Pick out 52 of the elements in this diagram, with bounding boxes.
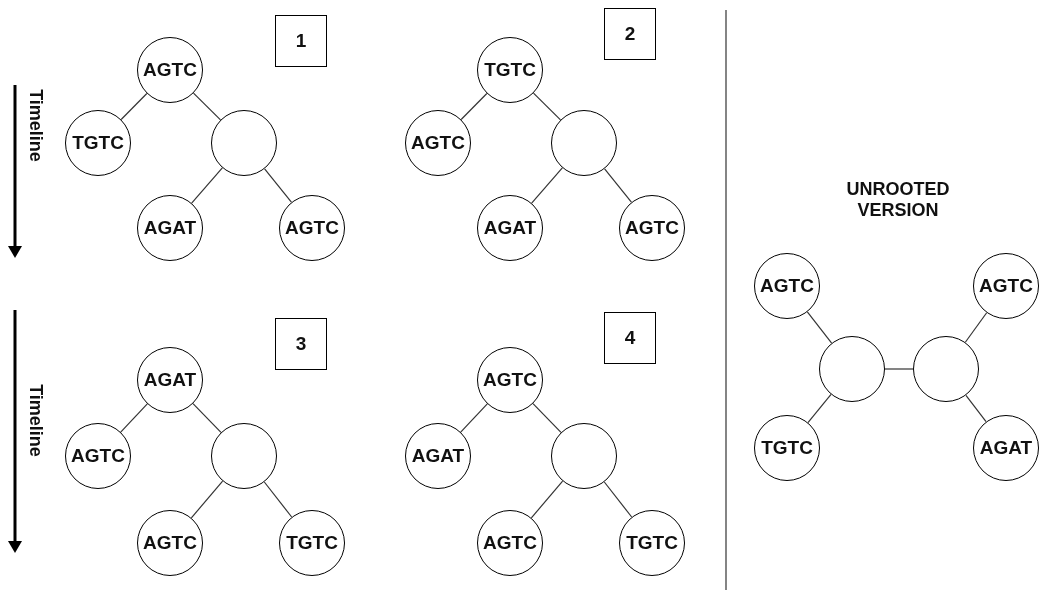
connector-line	[532, 403, 562, 433]
connector-line	[604, 168, 632, 203]
section-heading: UNROOTED VERSION	[845, 179, 951, 221]
connector-line	[965, 394, 987, 423]
sequence-node: TGTC	[279, 510, 345, 576]
connector-line	[530, 480, 564, 519]
sequence-node: AGTC	[279, 195, 345, 261]
connector-line	[884, 368, 914, 370]
ancestor-node	[551, 110, 617, 176]
sequence-node: TGTC	[754, 415, 820, 481]
ancestor-node	[211, 423, 277, 489]
connector-line	[191, 167, 223, 204]
connector-line	[192, 403, 222, 433]
connector-line	[964, 312, 988, 343]
connector-line	[807, 393, 832, 424]
sequence-node: AGAT	[137, 195, 203, 261]
connector-line	[264, 168, 292, 203]
sequence-node: AGTC	[477, 510, 543, 576]
timeline-label: Timeline	[24, 383, 46, 457]
sequence-node: AGAT	[477, 195, 543, 261]
connector-line	[120, 403, 148, 433]
connector-line	[806, 311, 833, 344]
connector-line	[532, 92, 562, 121]
sequence-node: AGTC	[65, 423, 131, 489]
sequence-node: TGTC	[619, 510, 685, 576]
sequence-node: AGTC	[477, 347, 543, 413]
connector-line	[460, 403, 488, 433]
sequence-node: TGTC	[477, 37, 543, 103]
step-number-box: 2	[604, 8, 656, 60]
sequence-node: AGTC	[405, 110, 471, 176]
connector-line	[192, 92, 222, 121]
step-number-box: 4	[604, 312, 656, 364]
ancestor-node	[551, 423, 617, 489]
step-number-box: 1	[275, 15, 327, 67]
sequence-node: AGTC	[754, 253, 820, 319]
connector-line	[460, 92, 488, 121]
connector-line	[190, 480, 224, 519]
connector-line	[603, 481, 633, 518]
sequence-node: TGTC	[65, 110, 131, 176]
step-number-box: 3	[275, 318, 327, 370]
connector-line	[263, 481, 293, 518]
sequence-node: AGTC	[137, 510, 203, 576]
connector-line	[120, 92, 148, 121]
sequence-node: AGAT	[973, 415, 1039, 481]
sequence-node: AGAT	[405, 423, 471, 489]
sequence-node: AGTC	[973, 253, 1039, 319]
timeline-label: Timeline	[24, 88, 46, 162]
connector-line	[531, 167, 563, 204]
sequence-node: AGTC	[619, 195, 685, 261]
sequence-node: AGTC	[137, 37, 203, 103]
ancestor-node	[211, 110, 277, 176]
sequence-node: AGAT	[137, 347, 203, 413]
